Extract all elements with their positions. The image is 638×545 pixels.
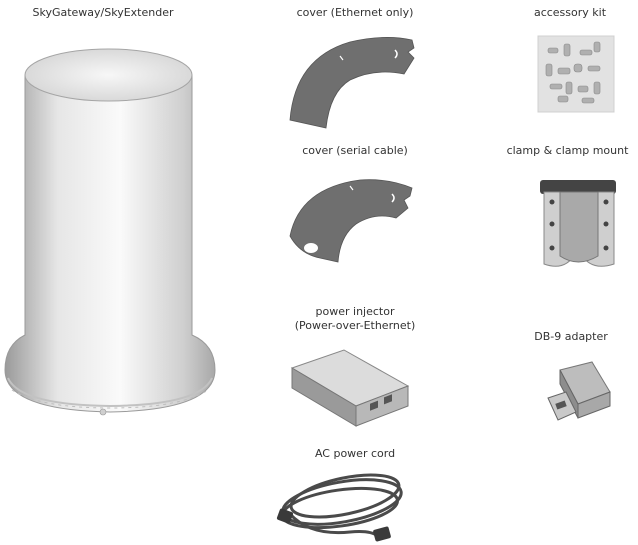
power-injector-label-line2: (Power-over-Ethernet) bbox=[270, 319, 440, 333]
ac-power-cord-label: AC power cord bbox=[270, 447, 440, 461]
cover-ethernet-label: cover (Ethernet only) bbox=[270, 6, 440, 20]
ac-power-cord-illustration bbox=[270, 466, 420, 544]
clamp-illustration bbox=[536, 172, 626, 277]
cover-ethernet-illustration bbox=[280, 28, 420, 138]
power-injector-label-line1: power injector bbox=[270, 305, 440, 319]
cover-serial-label: cover (serial cable) bbox=[270, 144, 440, 158]
cover-serial-illustration bbox=[280, 166, 420, 276]
accessory-kit-illustration bbox=[536, 34, 616, 114]
accessory-kit-label: accessory kit bbox=[520, 6, 620, 20]
clamp-label: clamp & clamp mount bbox=[500, 144, 635, 158]
antenna-unit-illustration bbox=[0, 40, 220, 425]
skygateway-label: SkyGateway/SkyExtender bbox=[28, 6, 178, 20]
db9-adapter-label: DB-9 adapter bbox=[516, 330, 626, 344]
db9-adapter-illustration bbox=[540, 356, 620, 436]
power-injector-illustration bbox=[286, 346, 416, 436]
